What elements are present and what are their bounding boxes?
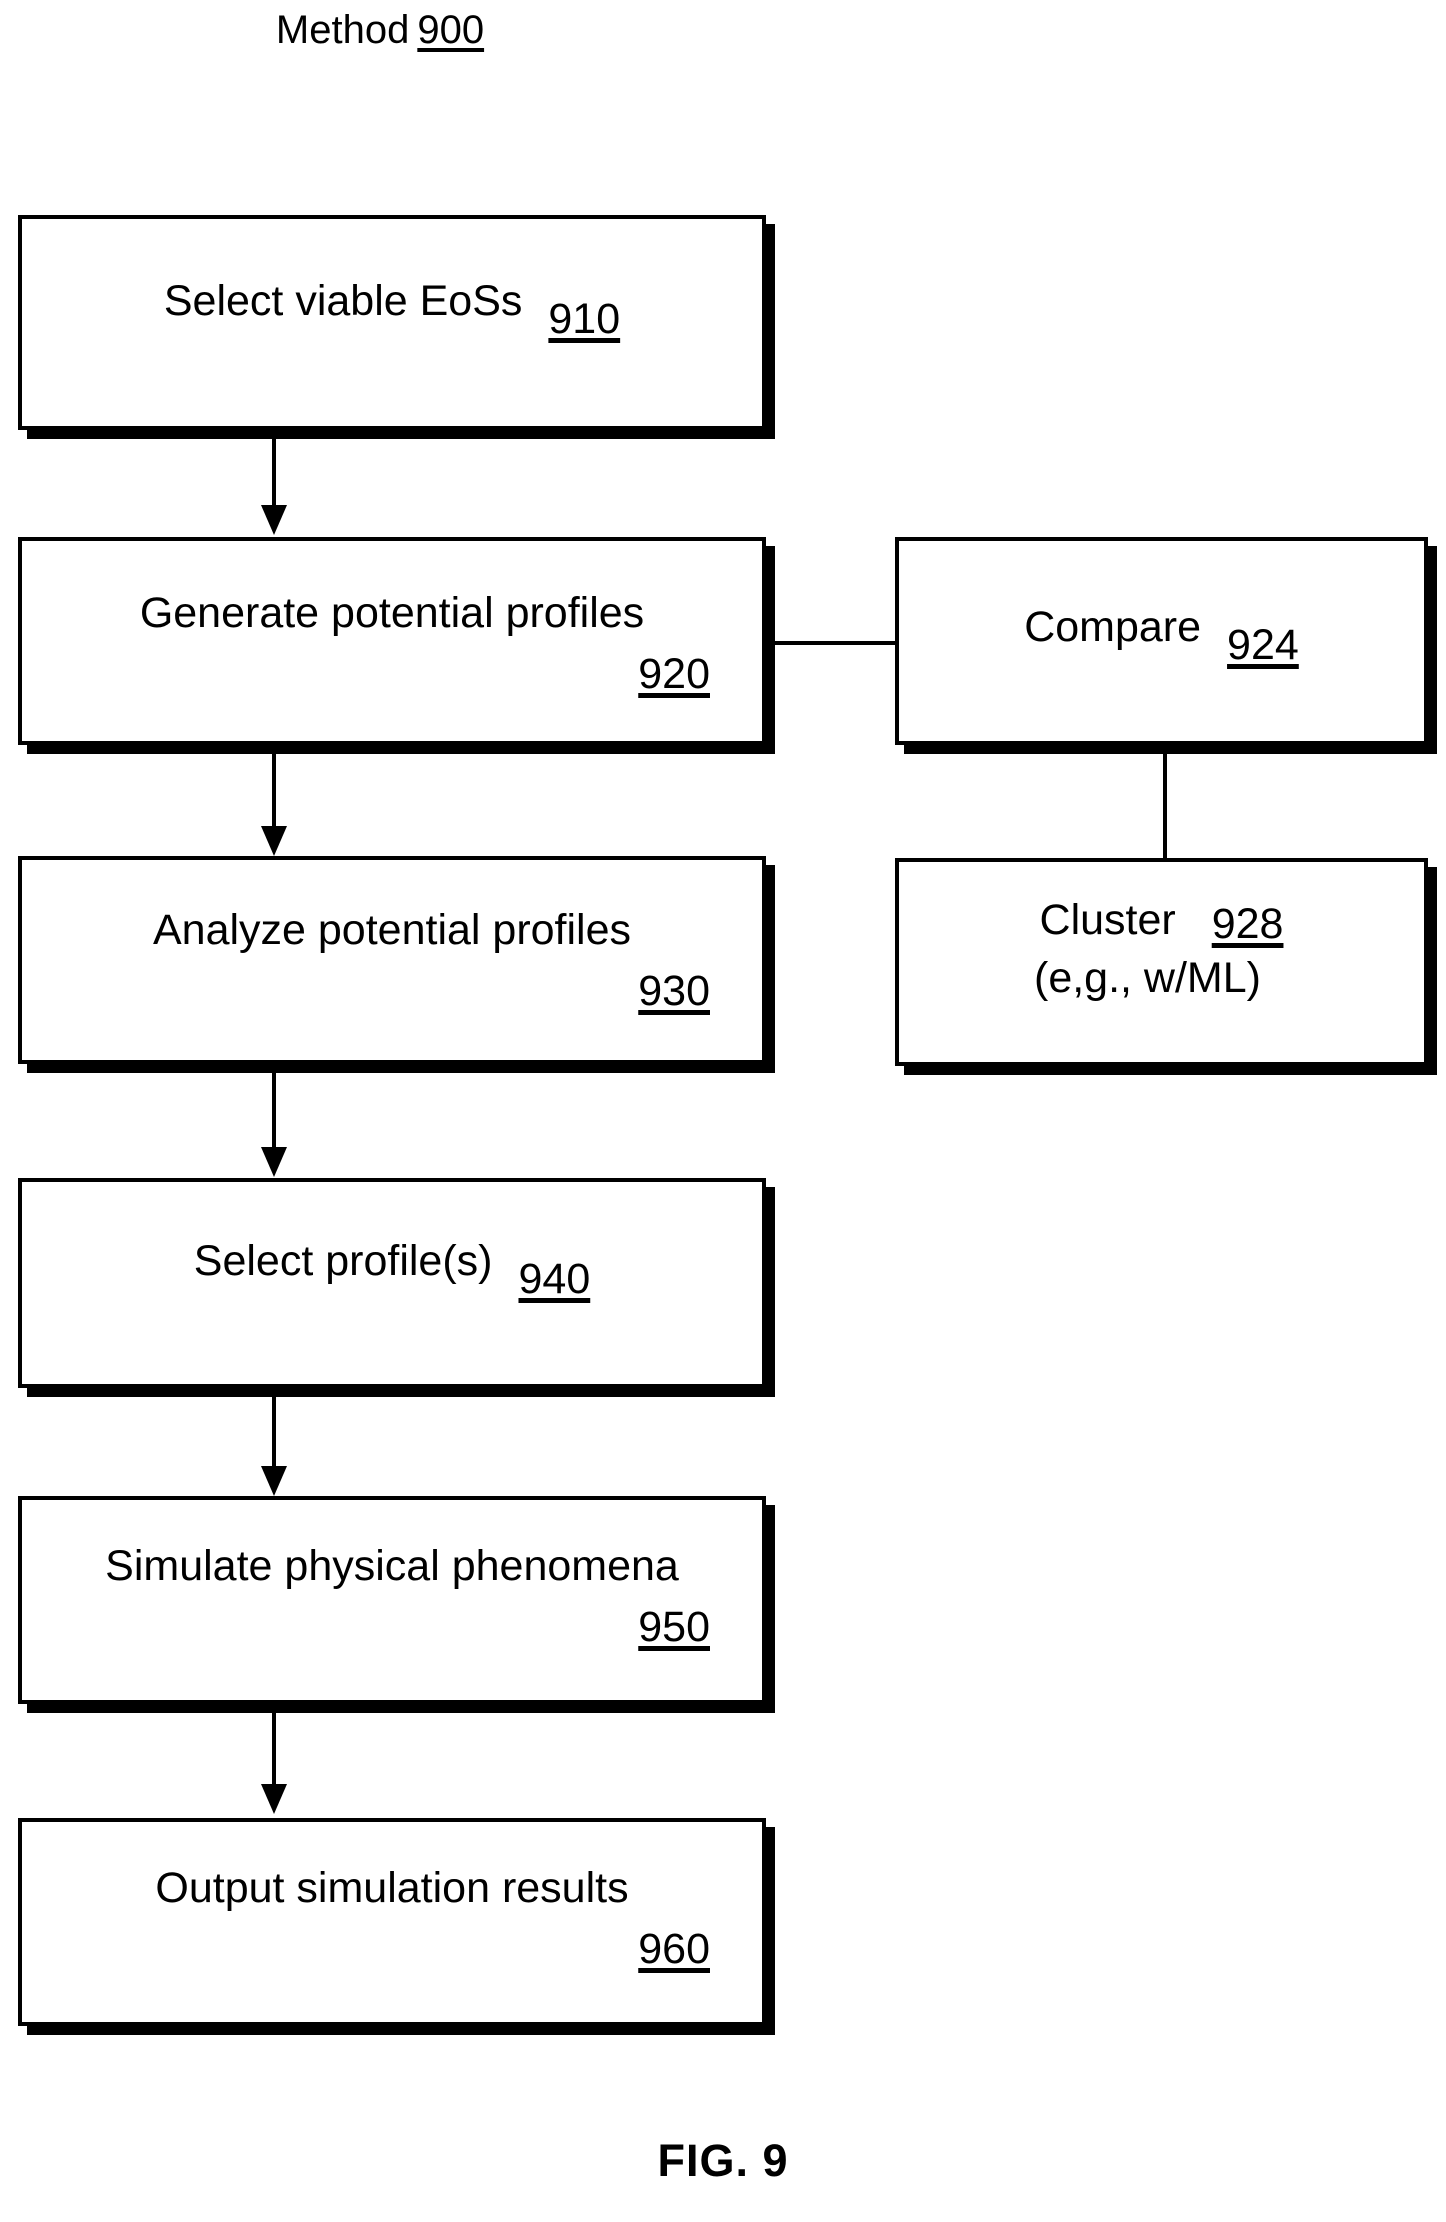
process-box-910-label: Select viable EoSs [163,277,523,325]
process-box-950-inner: Simulate physical phenomena 950 [22,1500,762,1700]
process-box-960-inner: Output simulation results 960 [22,1822,762,2022]
process-box-928-text: Cluster 928 [899,896,1424,948]
process-box-910-text: Select viable EoSs 910 [22,277,762,343]
process-box-924-label: Compare [1024,603,1202,651]
process-box-910[interactable]: Select viable EoSs 910 [18,215,766,430]
process-box-960[interactable]: Output simulation results 960 [18,1818,766,2026]
connector-950-to-960 [272,1706,276,1788]
connector-920-to-924 [766,641,898,645]
process-box-920-label: Generate potential profiles [139,589,645,637]
process-box-930-reference: 930 [638,967,710,1015]
process-box-950-label: Simulate physical phenomena [105,1542,679,1590]
process-box-930-label: Analyze potential profiles [152,906,632,954]
process-box-940-text: Select profile(s) 940 [22,1237,762,1303]
process-box-924-inner: Compare 924 [899,541,1424,741]
process-box-910-inner: Select viable EoSs 910 [22,219,762,426]
process-box-960-reference-line: 960 [22,1925,762,1973]
connector-930-to-940 [272,1070,276,1152]
process-box-930[interactable]: Analyze potential profiles 930 [18,856,766,1064]
process-box-950-reference: 950 [638,1603,710,1651]
figure-title-reference: 900 [417,8,485,52]
process-box-930-inner: Analyze potential profiles 930 [22,860,762,1060]
connector-924-to-928 [1163,745,1167,860]
process-box-910-reference: 910 [548,295,621,343]
process-box-960-reference: 960 [638,1925,710,1973]
process-box-920-inner: Generate potential profiles 920 [22,541,762,741]
process-box-928-label: Cluster [1039,896,1176,944]
arrowhead-950-to-960 [261,1784,287,1814]
process-box-924-reference: 924 [1227,621,1299,669]
connector-920-to-930 [272,750,276,830]
process-box-940-inner: Select profile(s) 940 [22,1182,762,1384]
process-box-928-label-second-line: (e,g., w/ML) [1034,954,1261,1002]
process-box-924[interactable]: Compare 924 [895,537,1428,745]
process-box-928-reference: 928 [1211,900,1284,948]
connector-940-to-950 [272,1390,276,1470]
process-box-940-reference: 940 [518,1255,591,1303]
process-box-930-reference-line: 930 [22,967,762,1015]
process-box-924-text: Compare 924 [899,603,1424,669]
process-box-950[interactable]: Simulate physical phenomena 950 [18,1496,766,1704]
connector-910-to-920 [272,430,276,510]
process-box-950-reference-line: 950 [22,1603,762,1651]
process-box-928-inner: Cluster 928 (e,g., w/ML) [899,862,1424,1062]
process-box-920-reference: 920 [638,650,710,698]
arrowhead-930-to-940 [261,1147,287,1177]
process-box-940[interactable]: Select profile(s) 940 [18,1178,766,1388]
arrowhead-920-to-930 [261,826,287,856]
arrowhead-910-to-920 [261,505,287,535]
process-box-940-label: Select profile(s) [193,1237,493,1285]
figure-title-label: Method [275,8,410,52]
process-box-920-reference-line: 920 [22,650,762,698]
figure-caption: FIG. 9 [657,2135,789,2186]
process-box-920[interactable]: Generate potential profiles 920 [18,537,766,745]
process-box-928[interactable]: Cluster 928 (e,g., w/ML) [895,858,1428,1066]
process-box-960-label: Output simulation results [155,1864,629,1912]
arrowhead-940-to-950 [261,1466,287,1496]
